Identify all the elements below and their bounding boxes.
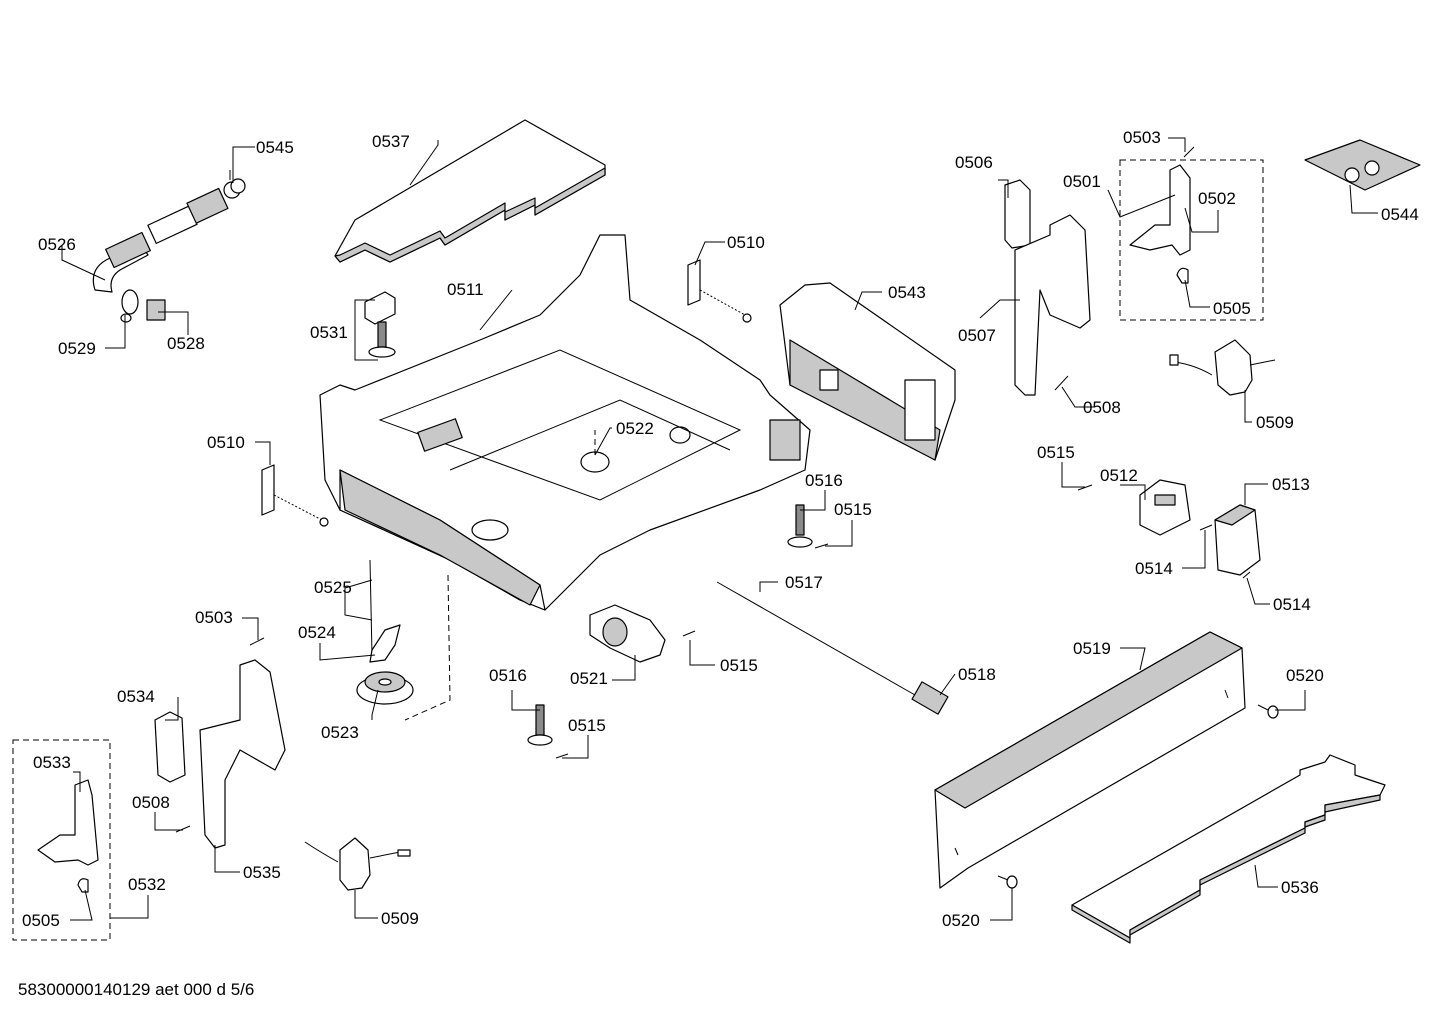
part-0545-clamp	[229, 170, 246, 194]
part-0509-hinge-latch-upper	[1169, 339, 1276, 396]
part-0515-screw-center-lower	[555, 753, 569, 759]
label-0514-a: 0514	[1135, 559, 1173, 578]
label-0523: 0523	[321, 723, 359, 742]
part-0534-bracket	[154, 711, 186, 783]
leader-lines	[61, 137, 1378, 921]
label-0522: 0522	[616, 419, 654, 438]
part-0507-hinge-bracket	[1014, 214, 1091, 396]
part-0514-screw-b	[1242, 571, 1251, 579]
part-0508-screw-lower	[175, 825, 191, 833]
label-0535: 0535	[243, 863, 281, 882]
part-0519-kick-panel	[934, 631, 1246, 889]
label-0510-lower: 0510	[207, 433, 245, 452]
guide-line-tub-to-pulley	[404, 574, 451, 721]
part-0533-hinge-plate	[37, 779, 99, 866]
label-0516-upper: 0516	[805, 471, 843, 490]
label-0544: 0544	[1381, 205, 1419, 224]
label-0525: 0525	[314, 578, 352, 597]
label-0531: 0531	[310, 323, 348, 342]
label-0519: 0519	[1073, 639, 1111, 658]
part-0516-foot-screw-lower	[527, 704, 553, 746]
label-0508-lower: 0508	[132, 793, 170, 812]
part-0512-sensor-bracket	[1139, 479, 1191, 536]
part-0511-base-tub	[319, 234, 811, 611]
part-0524-lever	[369, 624, 401, 663]
part-0503-screw-lower	[249, 637, 265, 646]
part-0528-clip	[146, 299, 166, 321]
part-0501-hinge-plate	[1129, 164, 1191, 256]
label-0526: 0526	[38, 235, 76, 254]
part-0503-screw-upper	[1183, 146, 1195, 158]
label-0501: 0501	[1063, 172, 1101, 191]
part-0531-adjustable-foot	[364, 291, 396, 358]
label-0508-upper: 0508	[1083, 398, 1121, 417]
label-0520-upper: 0520	[1286, 666, 1324, 685]
label-0510-upper: 0510	[727, 233, 765, 252]
label-0516-lower: 0516	[489, 666, 527, 685]
part-0506-bracket	[1004, 179, 1031, 249]
label-0503-upper: 0503	[1123, 128, 1161, 147]
part-0514-screw-a	[1199, 524, 1213, 531]
label-0528: 0528	[167, 334, 205, 353]
label-0520-lower: 0520	[942, 911, 980, 930]
label-0518: 0518	[958, 665, 996, 684]
label-0509-lower: 0509	[381, 909, 419, 928]
label-0515-lower: 0515	[568, 716, 606, 735]
label-0506: 0506	[955, 153, 993, 172]
part-0518-end-cap	[911, 681, 949, 715]
part-0508-screw-upper	[1054, 375, 1069, 391]
label-0545: 0545	[256, 138, 294, 157]
part-0535-hinge-bracket	[199, 659, 286, 849]
drawing-reference-footer: 58300000140129 aet 000 d 5/6	[18, 980, 255, 999]
part-0523-pulley	[356, 671, 414, 705]
label-0503-lower: 0503	[195, 608, 233, 627]
label-0532: 0532	[128, 875, 166, 894]
label-0524: 0524	[298, 623, 336, 642]
label-0529: 0529	[58, 339, 96, 358]
label-0507: 0507	[958, 326, 996, 345]
part-0516-foot-screw-upper	[787, 504, 813, 548]
label-0513: 0513	[1272, 475, 1310, 494]
part-0517-rod	[716, 581, 916, 696]
label-0517: 0517	[785, 573, 823, 592]
label-0533: 0533	[33, 753, 71, 772]
part-0536-bottom-plate	[1071, 754, 1386, 944]
part-0526-drain-hose	[92, 181, 241, 293]
part-0515-screw-valve	[682, 630, 696, 637]
label-0521: 0521	[570, 669, 608, 688]
label-0536: 0536	[1281, 878, 1319, 897]
label-0509-upper: 0509	[1256, 413, 1294, 432]
part-0525-rod-vertical	[369, 559, 373, 656]
label-0512: 0512	[1100, 466, 1138, 485]
part-0513-cover-cap	[1214, 504, 1261, 576]
part-0520-screw-upper	[1257, 704, 1279, 719]
label-0543: 0543	[888, 283, 926, 302]
group-0532-box	[12, 739, 111, 941]
label-0505-upper: 0505	[1213, 299, 1251, 318]
part-0521-valve	[589, 604, 666, 663]
label-0515-center: 0515	[834, 500, 872, 519]
label-0534: 0534	[117, 687, 155, 706]
part-0510-spring-lower	[261, 464, 329, 527]
label-0505-lower: 0505	[22, 911, 60, 930]
part-0544-screw-kit	[1304, 139, 1421, 191]
part-0509-hinge-latch-lower	[304, 837, 411, 891]
part-0505-clip-lower	[77, 878, 89, 893]
part-0520-screw-lower	[997, 875, 1018, 889]
part-0510-spring-upper	[687, 259, 752, 323]
part-0537-cover-plate	[334, 119, 606, 263]
label-0502: 0502	[1198, 189, 1236, 208]
part-0515-screw-center-upper	[814, 543, 829, 549]
part-labels: 0545 0526 0529 0528 0537 0531 0511 0510 …	[22, 128, 1419, 930]
group-0501-box	[1119, 159, 1264, 321]
label-0537: 0537	[372, 132, 410, 151]
part-0505-clip-upper	[1176, 267, 1189, 284]
label-0515-upper-right: 0515	[1037, 443, 1075, 462]
label-0514-b: 0514	[1273, 595, 1311, 614]
part-0543-control-housing	[779, 282, 956, 461]
label-0515-valve: 0515	[720, 656, 758, 675]
part-0529-hose-clamp	[120, 289, 139, 323]
label-0511: 0511	[447, 280, 484, 299]
